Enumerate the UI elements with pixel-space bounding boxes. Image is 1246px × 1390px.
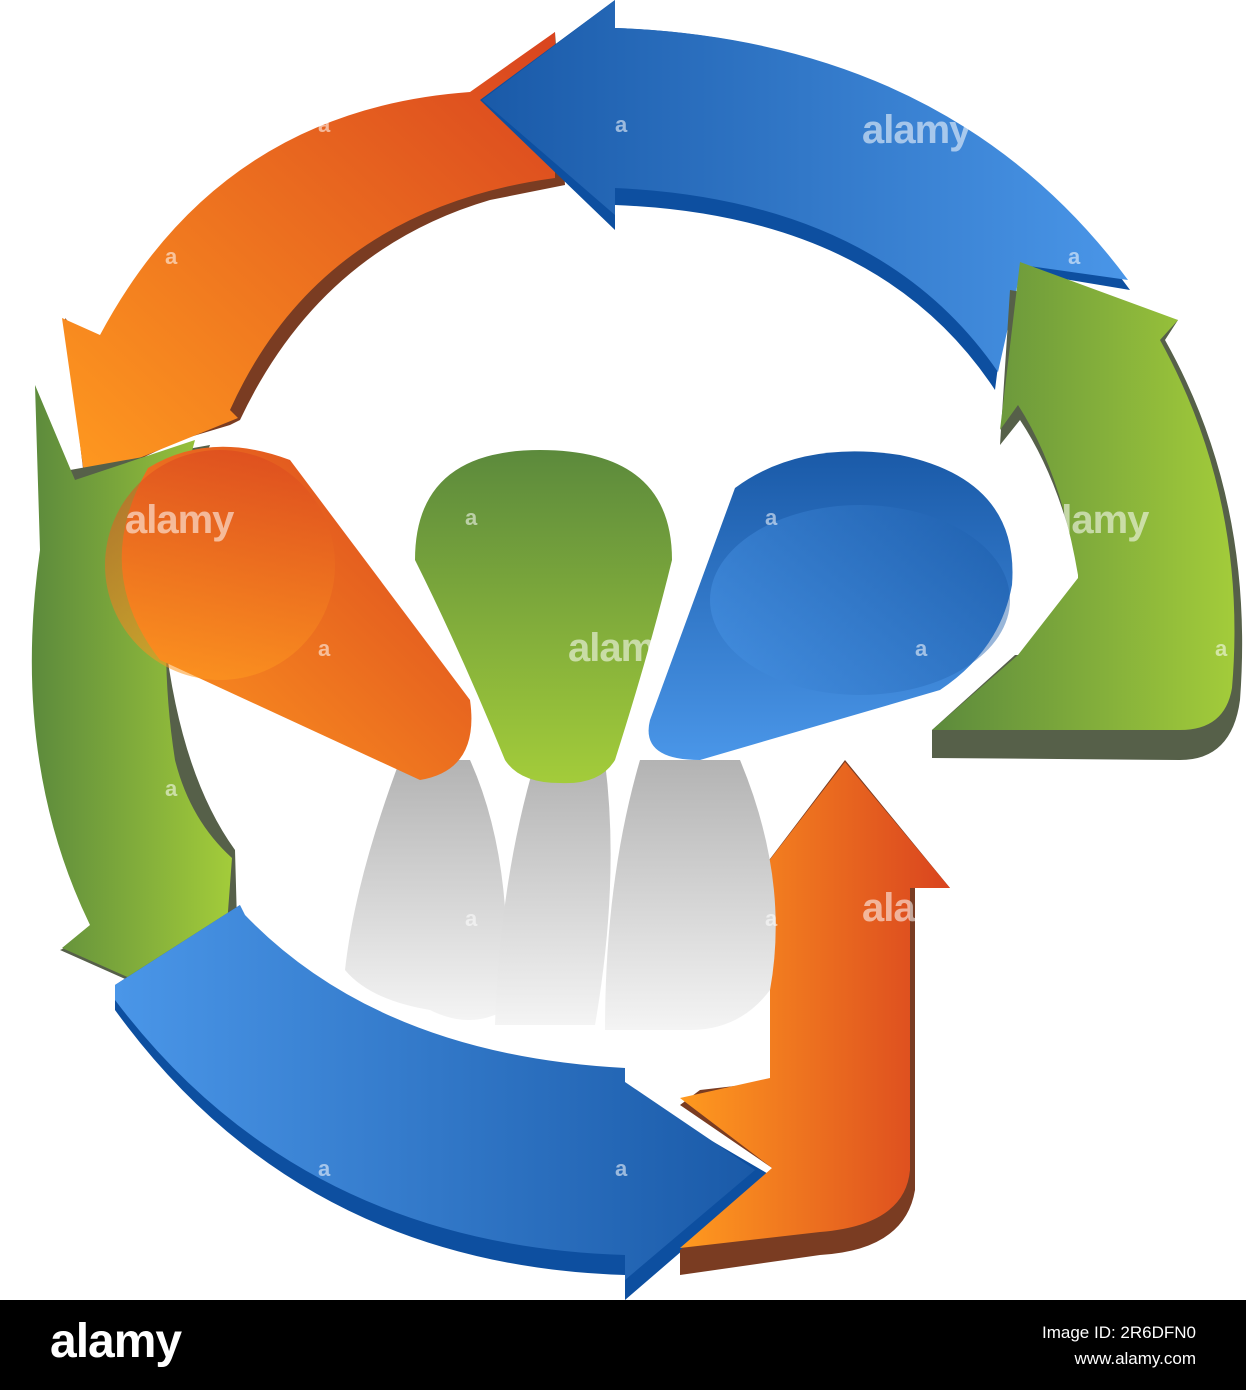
blue-arrow-bottom xyxy=(115,905,770,1300)
orange-arrow-top-left xyxy=(62,32,565,485)
orange-arrow-bottom-right xyxy=(680,760,950,1275)
person-orange xyxy=(105,446,472,780)
person-green xyxy=(415,450,672,784)
image-info: Image ID: 2R6DFN0 www.alamy.com xyxy=(1042,1320,1196,1372)
site-url: www.alamy.com xyxy=(1074,1349,1196,1368)
cycle-diagram: a a alamy a a alamy a a alamy a a alamy … xyxy=(31,0,1243,1300)
green-arrow-left xyxy=(31,385,240,1030)
blue-arrow-top-right xyxy=(480,0,1130,390)
image-id: Image ID: 2R6DFN0 xyxy=(1042,1323,1196,1342)
stock-footer: alamy Image ID: 2R6DFN0 www.alamy.com xyxy=(0,1300,1246,1390)
person-blue xyxy=(648,451,1013,760)
green-arrow-right xyxy=(932,262,1243,760)
person-bodies xyxy=(345,760,776,1030)
alamy-logo: alamy xyxy=(50,1315,182,1368)
